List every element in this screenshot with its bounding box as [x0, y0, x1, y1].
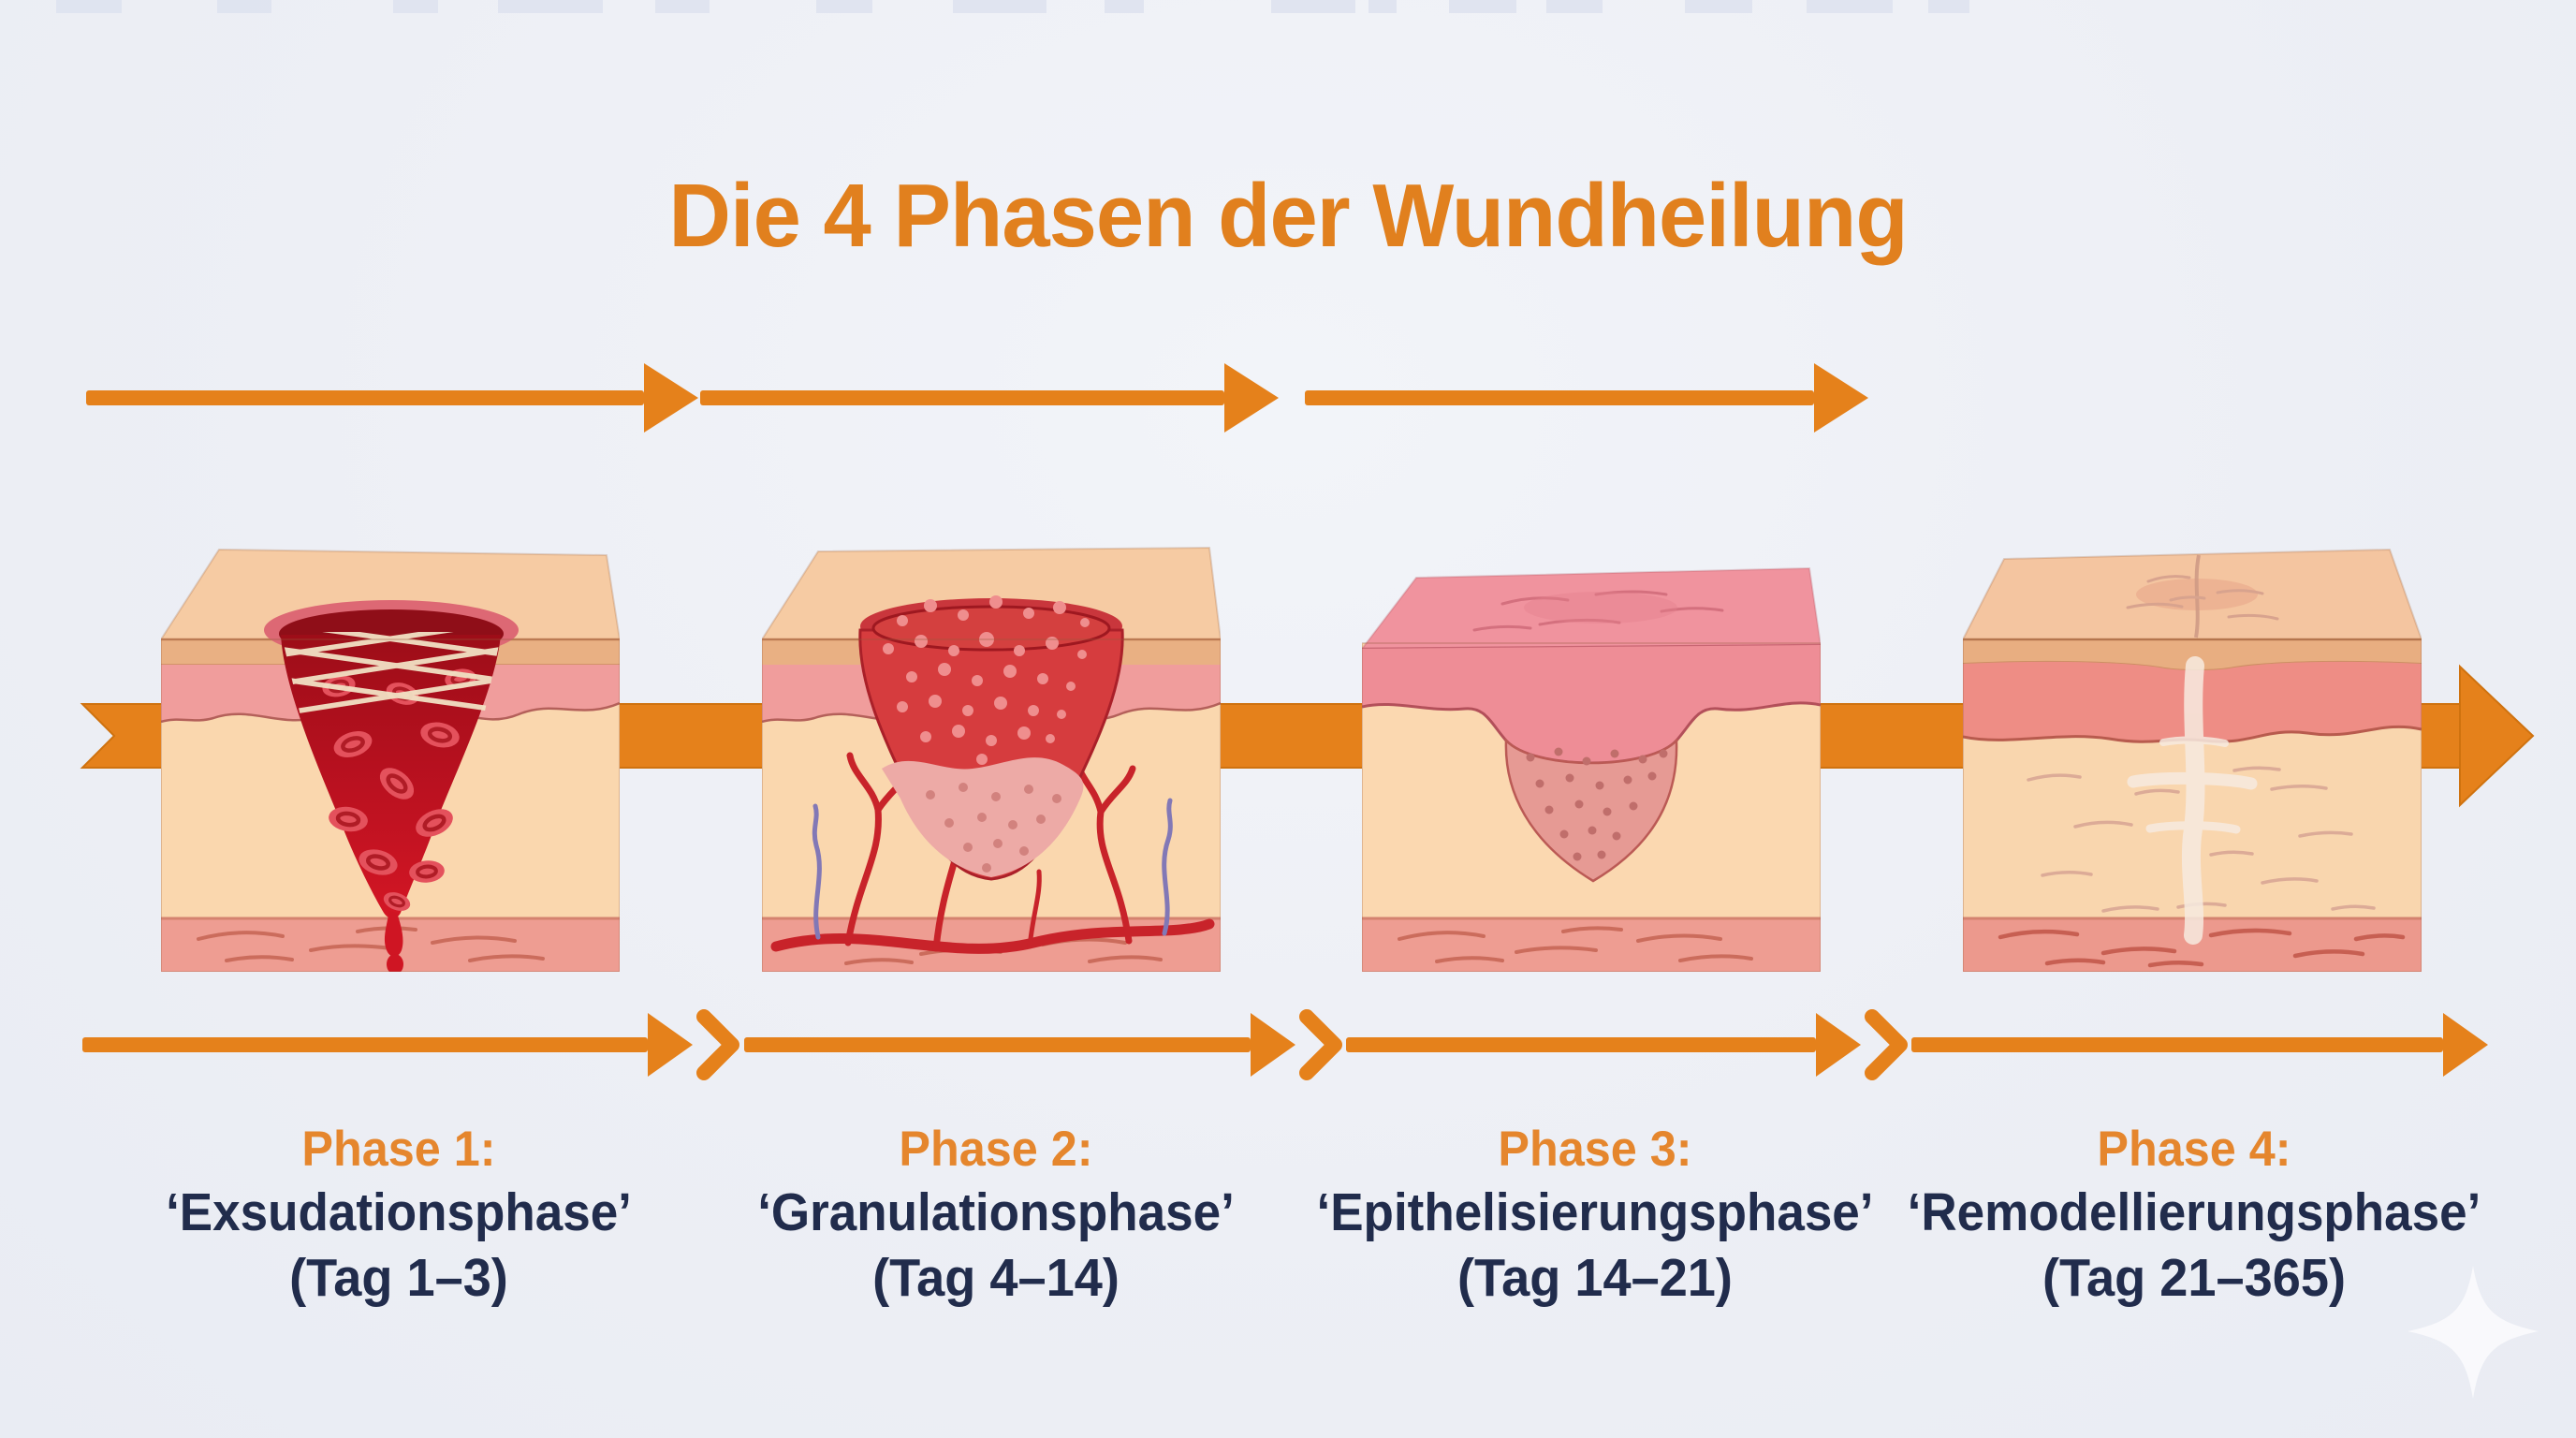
granulation-wedge-dots	[1526, 747, 1668, 861]
bottom-arrow-shaft-1	[82, 1037, 648, 1052]
phase-days: (Tag 14–21)	[1457, 1248, 1733, 1308]
sparkle-icon	[2408, 1266, 2539, 1399]
bottom-arrow-head-4	[2443, 1013, 2488, 1077]
phase-days: (Tag 4–14)	[872, 1248, 1120, 1308]
phase-label: Phase 4:	[2097, 1122, 2291, 1177]
bottom-arrow-shaft-2	[744, 1037, 1251, 1052]
phase-4-caption: Phase 4: ‘Remodellierungsphase’ (Tag 21–…	[1885, 1120, 2503, 1311]
scar-star	[2127, 656, 2258, 945]
phase-name: ‘Granulationsphase’	[757, 1182, 1235, 1242]
bottom-arrow-chevrons	[696, 1009, 1908, 1080]
blood-drip	[384, 911, 403, 957]
new-epithelium-front	[1362, 645, 1821, 763]
phase-label: Phase 3:	[1498, 1122, 1692, 1177]
phase-name: ‘Exsudationsphase’	[166, 1182, 632, 1242]
skin-block-phase-4	[1963, 548, 2422, 972]
phase-label: Phase 1:	[301, 1122, 496, 1177]
top-face-wrinkles	[2126, 575, 2279, 621]
phase-days: (Tag 21–365)	[2042, 1248, 2347, 1308]
granulation-dots-lower	[926, 783, 1061, 873]
epidermis-layer	[1963, 639, 2422, 670]
skin-block-phase-1	[161, 548, 620, 972]
top-arrow-shaft-3	[1305, 390, 1814, 405]
subcutis-texture	[197, 926, 545, 962]
top-arrow-shaft-2	[700, 390, 1224, 405]
chevron-icon	[696, 1009, 739, 1080]
skin-top-face	[1963, 548, 2422, 640]
top-arrow-shaft-1	[86, 390, 644, 405]
phase-name: ‘Epithelisierungsphase’	[1316, 1182, 1874, 1242]
phase-1-caption: Phase 1: ‘Exsudationsphase’ (Tag 1–3)	[90, 1120, 708, 1311]
granulation-dots-upper	[883, 595, 1090, 765]
granulation-tissue-illustration	[858, 595, 1124, 881]
bottom-arrow-shaft-3	[1346, 1037, 1816, 1052]
page-title: Die 4 Phasen der Wundheilung	[668, 166, 1908, 267]
subcutis-texture	[1998, 928, 2406, 968]
top-timeline-arrows	[86, 363, 1868, 433]
purple-vessels	[812, 798, 1173, 940]
skin-block-phase-2	[762, 546, 1221, 972]
phase-label: Phase 2:	[899, 1122, 1093, 1177]
top-arrow-head-2	[1224, 363, 1279, 433]
chevron-icon	[1299, 1009, 1342, 1080]
top-arrow-head-1	[644, 363, 698, 433]
bottom-arrow-head-1	[648, 1013, 693, 1077]
phase-days: (Tag 1–3)	[289, 1248, 508, 1308]
subcutis-texture	[1398, 926, 1753, 963]
phase-name: ‘Remodellierungsphase’	[1907, 1182, 2481, 1242]
top-arrow-head-3	[1814, 363, 1868, 433]
phase-2-caption: Phase 2: ‘Granulationsphase’ (Tag 4–14)	[687, 1120, 1305, 1311]
bottom-arrow-head-3	[1816, 1013, 1861, 1077]
bottom-arrow-head-2	[1251, 1013, 1295, 1077]
chevron-icon	[1865, 1009, 1908, 1080]
bottom-timeline-arrows	[82, 1013, 2488, 1077]
epithelium-wrinkles	[1472, 590, 1724, 632]
bleeding-wound-illustration	[264, 600, 519, 972]
bottom-arrow-shaft-4	[1911, 1037, 2443, 1052]
skin-block-phase-3	[1362, 566, 1821, 972]
phase-3-caption: Phase 3: ‘Epithelisierungsphase’ (Tag 14…	[1286, 1120, 1904, 1311]
fibrin-mesh	[281, 632, 502, 719]
main-arrow-head	[2459, 664, 2535, 808]
